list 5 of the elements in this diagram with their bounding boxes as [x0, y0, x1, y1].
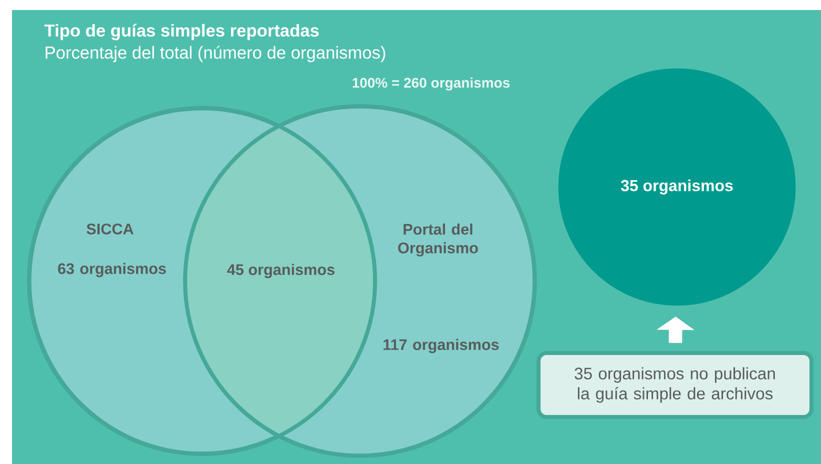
total-note: 100% = 260 organismos — [352, 77, 510, 91]
chart-title: Tipo de guías simples reportadas — [44, 24, 319, 40]
subtitle: Porcentaje del total (número de organismos) — [46, 46, 386, 62]
note-box: 35 organismos no publican la guía simple de archivos — [536, 351, 814, 419]
overlap-value: 45 organismos — [227, 264, 334, 278]
